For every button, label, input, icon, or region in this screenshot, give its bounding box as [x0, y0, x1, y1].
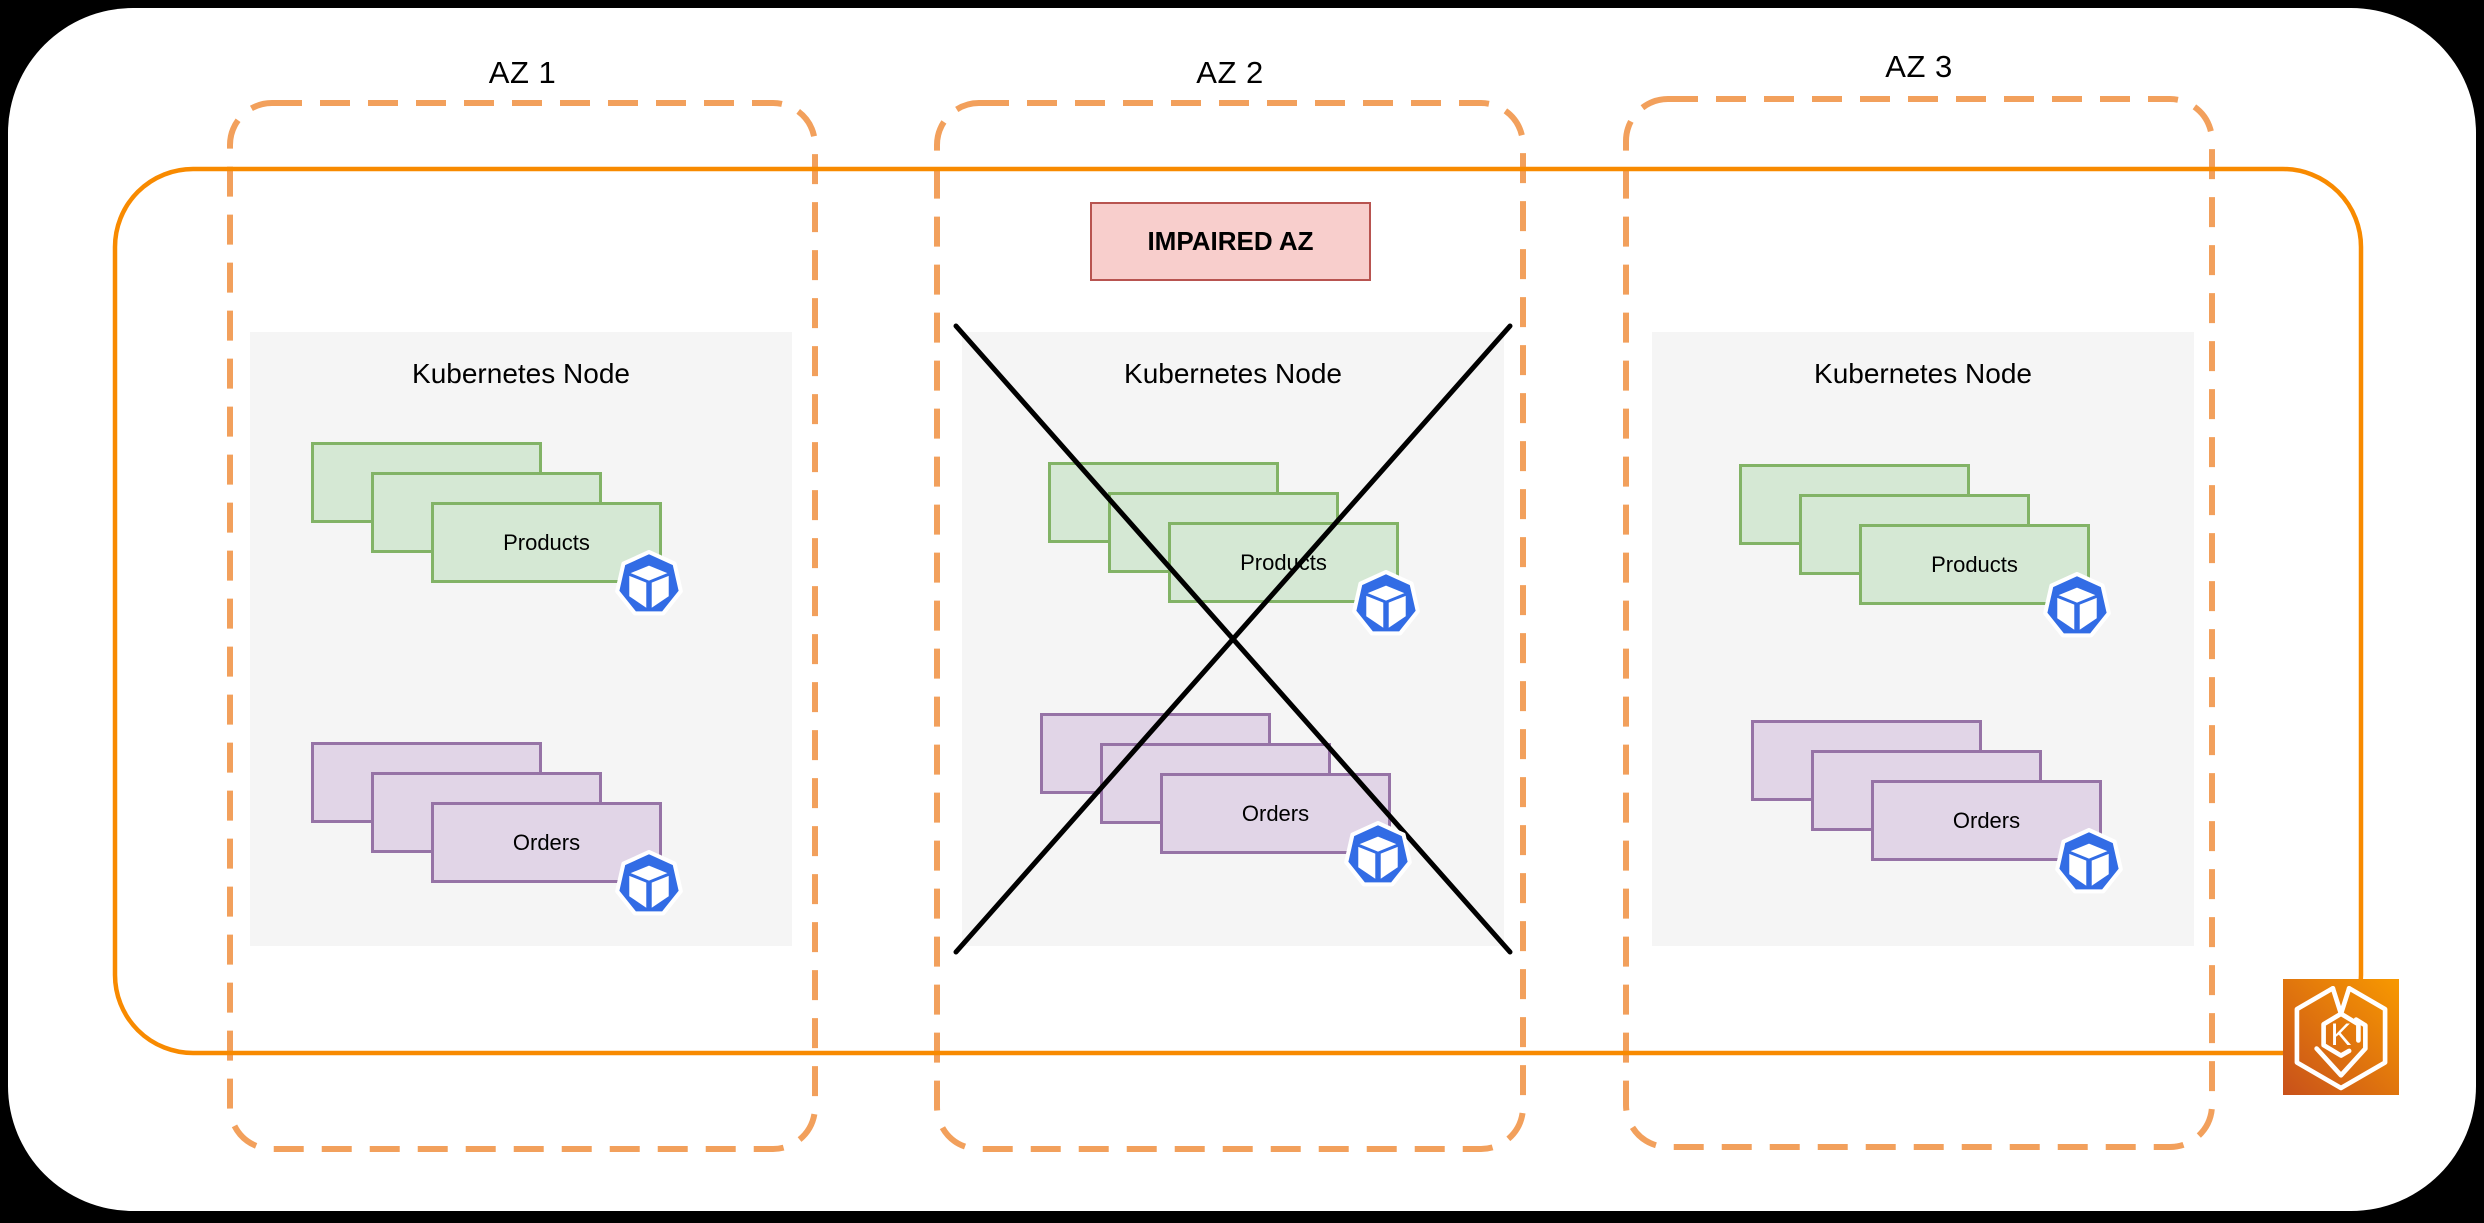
kubernetes-node-az1: Kubernetes Node Products Orders: [250, 332, 792, 946]
impaired-cross: [953, 323, 1513, 955]
kubernetes-node-az3: Kubernetes Node Products Orders: [1652, 332, 2194, 946]
kubernetes-pod-icon: [615, 550, 683, 616]
eks-glyph: K: [2294, 985, 2388, 1091]
orders-label: Orders: [1952, 807, 2021, 833]
kubernetes-pod-icon: [1352, 570, 1420, 636]
az-label-2: AZ 2: [1196, 55, 1264, 90]
orders-label: Orders: [1241, 800, 1310, 826]
az3-dashed-rect: [1623, 96, 2215, 1150]
eks-cluster-boundary: [112, 166, 2364, 1056]
impaired-az-badge: IMPAIRED AZ: [1090, 202, 1371, 281]
orders-label: Orders: [512, 829, 581, 855]
products-label: Products: [1931, 551, 2018, 577]
kubernetes-pod-icon: [2043, 572, 2111, 638]
kubernetes-pod-icon: [1344, 821, 1412, 887]
az3-boundary: [1623, 96, 2215, 1150]
products-label: Products: [1240, 549, 1327, 575]
node-title: Kubernetes Node: [1814, 358, 2032, 389]
node-title: Kubernetes Node: [1124, 358, 1342, 389]
az1-dashed-rect: [227, 100, 818, 1152]
eks-letter: K: [2331, 1017, 2352, 1052]
az2-dashed-rect: [934, 100, 1526, 1152]
eks-cluster-rect: [112, 166, 2364, 1056]
kubernetes-node-az2: Kubernetes Node Products Orders: [953, 323, 1513, 955]
products-deployment-card: Products: [1859, 524, 2090, 605]
kubernetes-pod-icon: [2055, 828, 2123, 894]
products-label: Products: [503, 529, 590, 555]
az1-boundary: [227, 100, 818, 1152]
amazon-eks-icon: K: [2283, 979, 2399, 1095]
products-deployment-card: Products: [1168, 522, 1399, 603]
az-label-1: AZ 1: [488, 55, 557, 90]
kubernetes-pod-icon: [615, 850, 683, 916]
node-title: Kubernetes Node: [412, 358, 630, 389]
az-label-3: AZ 3: [1885, 49, 1953, 84]
az2-boundary: [934, 100, 1526, 1152]
